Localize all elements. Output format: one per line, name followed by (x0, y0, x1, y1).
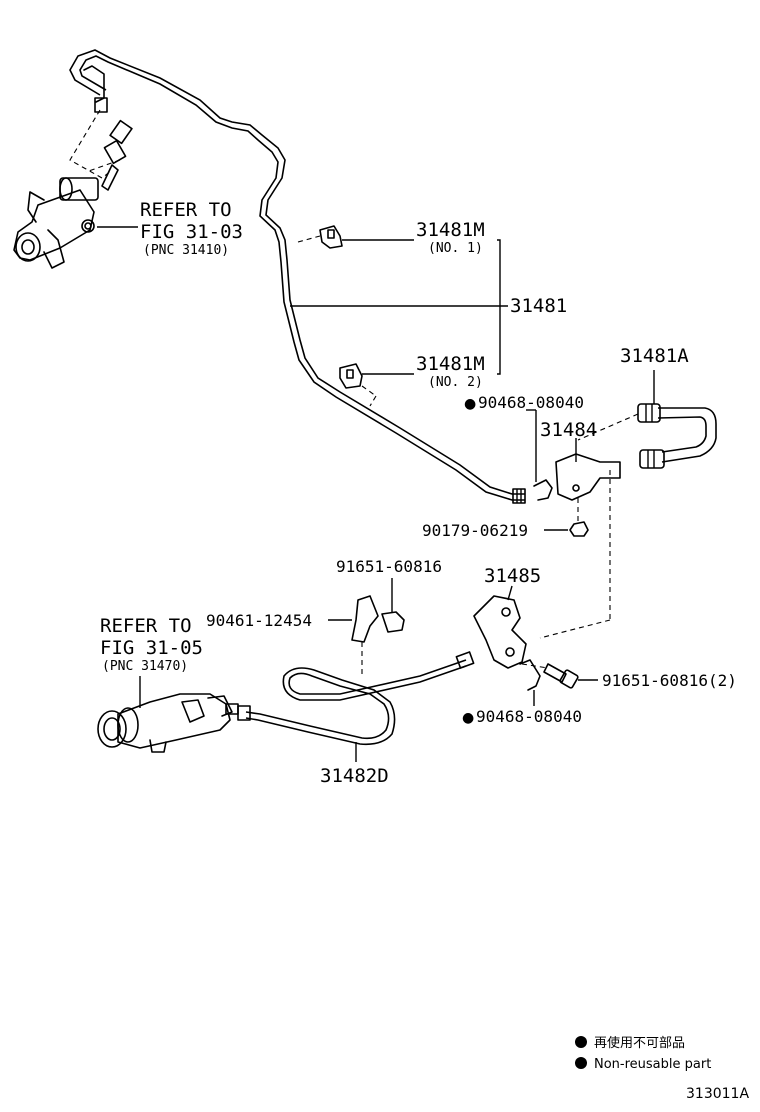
bracket-31484 (555, 438, 621, 501)
label-31481m-no1-sub: (NO. 1) (428, 241, 483, 256)
clip-90468-top (526, 409, 553, 501)
bolt-91651-right (543, 663, 598, 689)
refer-line-1: REFER TO (140, 199, 232, 221)
label-90179: 90179-06219 (422, 521, 528, 540)
release-cylinder-assembly (97, 676, 239, 753)
legend: 再使用不可部品 Non-reusable part (575, 1035, 711, 1072)
refer-line-2: FIG 31-03 (140, 221, 243, 243)
label-31481m-no1: 31481M (416, 219, 485, 241)
label-31481a: 31481A (620, 345, 689, 367)
bracket-31485 (473, 585, 527, 669)
refer-line-3: (PNC 31410) (143, 243, 229, 258)
label-90468-top: 90468-08040 (478, 393, 584, 412)
non-reusable-dot-icon (575, 1036, 587, 1048)
flexible-hose-31481a (539, 370, 717, 639)
label-31481m-no2-sub: (NO. 2) (428, 375, 483, 390)
refer-to-fig-31-05-label: REFER TO FIG 31-05 (PNC 31470) (100, 615, 203, 674)
legend-line-1: 再使用不可部品 (594, 1035, 685, 1051)
label-31481: 31481 (510, 295, 567, 317)
non-reusable-dot-icon (575, 1057, 587, 1069)
legend-line-2: Non-reusable part (594, 1057, 711, 1072)
label-31484: 31484 (540, 419, 597, 441)
label-90468-top-dot: ● (464, 396, 476, 412)
refer-line-1: REFER TO (100, 615, 192, 637)
refer-line-2: FIG 31-05 (100, 637, 203, 659)
label-31485: 31485 (484, 565, 541, 587)
label-31482d: 31482D (320, 765, 389, 787)
refer-line-3: (PNC 31470) (102, 659, 188, 674)
master-cylinder-assembly (13, 109, 133, 269)
bolt-91651-left (381, 578, 405, 633)
clamp-90461-12454 (328, 595, 379, 676)
nut-90179-06219 (544, 498, 589, 537)
clutch-pipe-31481 (69, 49, 526, 504)
label-31481m-no2: 31481M (416, 353, 485, 375)
refer-to-fig-31-03-label: REFER TO FIG 31-03 (PNC 31410) (97, 199, 243, 258)
label-90468-bottom-dot: ● (462, 710, 474, 726)
diagram-code: 313011A (686, 1086, 749, 1102)
clip-90468-bottom (519, 659, 549, 706)
label-91651-left: 91651-60816 (336, 557, 442, 576)
label-91651-right: 91651-60816(2) (602, 671, 737, 690)
label-90468-bottom: 90468-08040 (476, 707, 582, 726)
group-bracket-31481 (290, 239, 508, 375)
label-90461: 90461-12454 (206, 611, 312, 630)
clutch-pipe-31482d (237, 651, 475, 762)
clamp-31481m-no1 (297, 225, 414, 249)
clamp-31481m-no2 (339, 363, 414, 407)
